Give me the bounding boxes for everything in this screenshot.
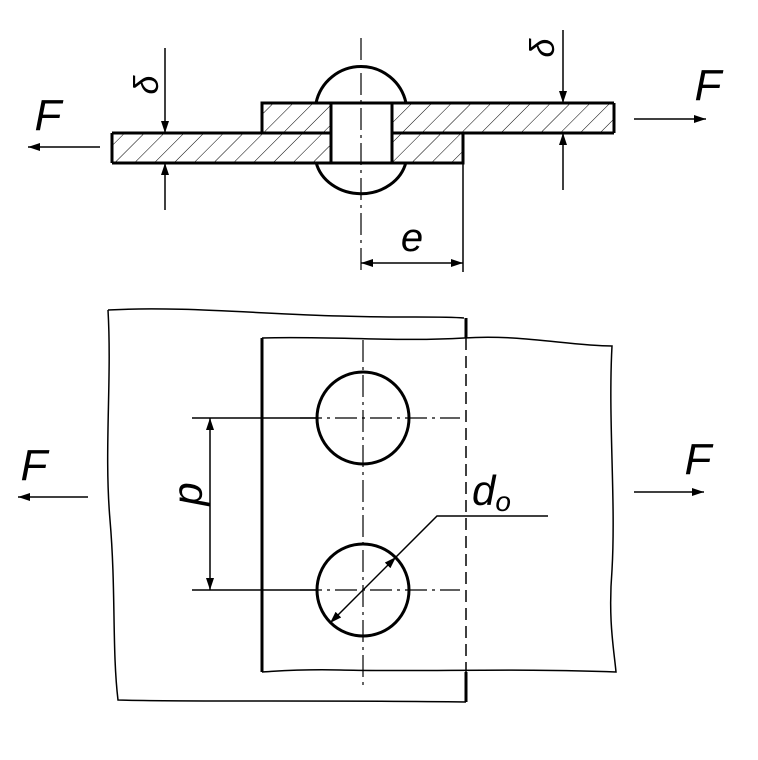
left-plate-outline [106, 308, 467, 703]
lower-plate-section-right [392, 133, 463, 163]
rivet-head-upper [314, 65, 408, 104]
rivet-head-lower [314, 161, 408, 196]
hole-diameter-label: do [472, 467, 511, 517]
upper-plate-end [260, 101, 331, 133]
force-label-right-top: F [695, 61, 724, 110]
plan-view: p do F F [18, 308, 714, 703]
section-view: δ δ e F F [28, 30, 724, 272]
thickness-left-label: δ [128, 74, 166, 94]
hole-diameter-dimension [329, 556, 397, 624]
hole-diameter-leader [395, 515, 548, 558]
thickness-right-label: δ [524, 37, 562, 57]
hole-diameter-subscript: o [495, 486, 511, 517]
upper-plate-outline [392, 101, 616, 135]
rivet-shank [329, 101, 394, 165]
force-label-right-bottom: F [685, 435, 714, 484]
right-plate-outline [261, 336, 617, 673]
force-label-left-bottom: F [21, 441, 50, 490]
upper-plate-section [392, 103, 614, 133]
pitch-label: p [164, 482, 211, 507]
force-label-left-top: F [35, 91, 64, 140]
lower-plate-section [112, 133, 331, 163]
edge-distance-label: e [401, 216, 423, 260]
hole-diameter-symbol: d [472, 467, 497, 514]
upper-plate-section-left [262, 103, 331, 133]
